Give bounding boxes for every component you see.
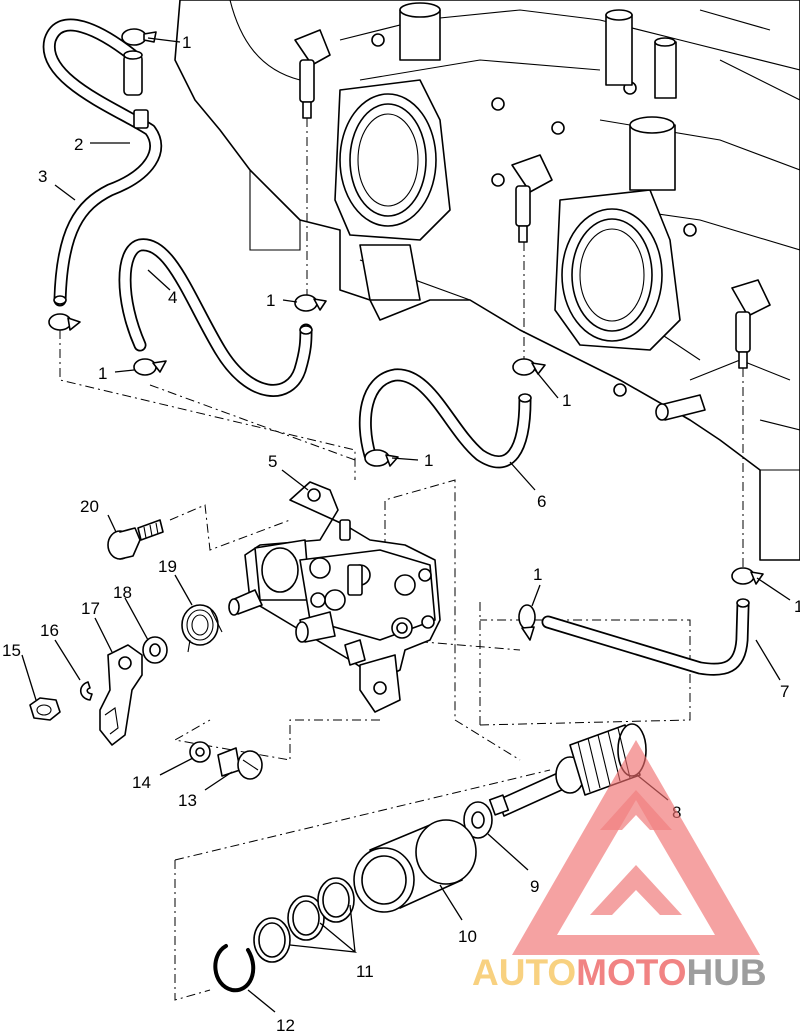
sleeve-10 <box>353 819 477 913</box>
callout-1: 1 <box>794 597 800 616</box>
screw-13 <box>217 747 263 780</box>
callout-17: 17 <box>81 599 100 618</box>
clamp <box>518 604 536 641</box>
bolt-20 <box>107 519 164 560</box>
watermark-text-hub: HUB <box>686 952 766 993</box>
callout-7: 7 <box>780 682 789 701</box>
callout-16: 16 <box>40 621 59 640</box>
automotohub-watermark: AUTOMOTOHUB <box>472 740 767 993</box>
hose-ends <box>53 295 750 608</box>
callout-10: 10 <box>458 927 477 946</box>
callout-1: 1 <box>424 451 433 470</box>
callout-19: 19 <box>158 557 177 576</box>
callout-1: 1 <box>562 391 571 410</box>
callout-11: 11 <box>356 962 374 981</box>
callout-2: 2 <box>74 135 83 154</box>
lever-17 <box>99 644 143 746</box>
hose-clamps <box>48 28 764 641</box>
carburetor-right <box>554 9 681 351</box>
hose-6 <box>358 368 532 469</box>
washer-9 <box>463 801 493 839</box>
callout-15: 15 <box>2 641 21 660</box>
callout-numbers: 1 2 3 4 1 1 1 1 5 6 20 19 1 18 17 1 16 1… <box>2 33 800 1035</box>
callout-3: 3 <box>38 167 47 186</box>
callout-6: 6 <box>537 492 546 511</box>
check-valve <box>123 50 149 129</box>
fitting-right <box>731 279 771 369</box>
callout-18: 18 <box>113 583 132 602</box>
oil-pump <box>228 481 441 713</box>
engine-block <box>174 0 800 561</box>
hose-4 <box>118 238 313 397</box>
clamp <box>294 294 327 312</box>
fitting-mid <box>511 154 553 243</box>
nut-15 <box>29 697 61 721</box>
hose-7 <box>541 598 750 676</box>
callout-13: 13 <box>178 791 197 810</box>
clamp <box>512 358 546 376</box>
callout-1: 1 <box>533 565 542 584</box>
callout-4: 4 <box>168 288 177 307</box>
callout-9: 9 <box>530 877 539 896</box>
snap-ring-12 <box>213 944 256 993</box>
clip-16 <box>79 681 93 701</box>
fitting-nipple <box>655 394 706 421</box>
callout-12: 12 <box>276 1016 295 1035</box>
washer-14 <box>189 741 211 763</box>
spring-19 <box>181 604 223 653</box>
callout-1: 1 <box>182 33 191 52</box>
leader-lines <box>21 37 791 1013</box>
callout-1: 1 <box>98 364 107 383</box>
carburetor-left <box>334 2 451 301</box>
callout-14: 14 <box>132 773 151 792</box>
clamp <box>121 28 157 46</box>
washer-18 <box>142 636 168 664</box>
callout-1: 1 <box>266 291 275 310</box>
clamp <box>731 567 764 585</box>
watermark-text: AUTOMOTOHUB <box>472 952 767 993</box>
fitting-top-left <box>294 29 331 119</box>
watermark-triangle-logo <box>512 740 760 955</box>
hose-3 <box>42 18 163 307</box>
callout-20: 20 <box>80 497 99 516</box>
clamp <box>133 358 167 376</box>
o-rings-11 <box>253 877 355 963</box>
callout-5: 5 <box>268 452 277 471</box>
watermark-text-moto: MOTO <box>576 952 686 993</box>
watermark-text-auto: AUTO <box>472 952 576 993</box>
clamp <box>48 313 81 331</box>
